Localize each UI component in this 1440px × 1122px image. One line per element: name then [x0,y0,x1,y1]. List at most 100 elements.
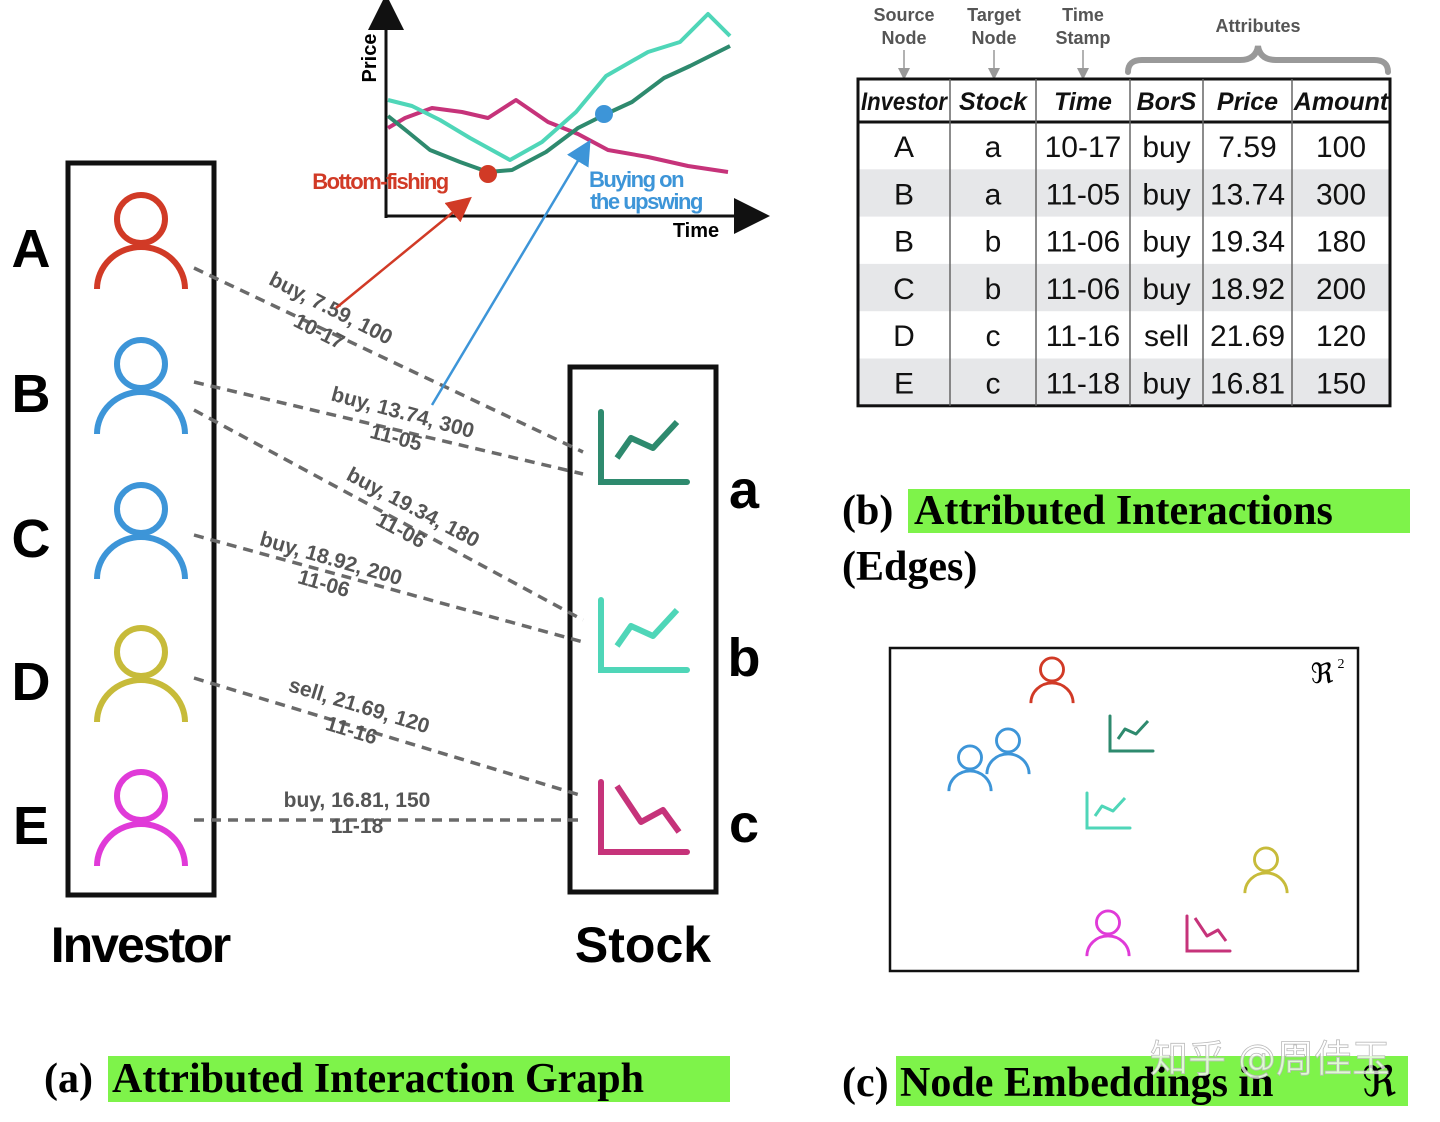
table-cell: 11-06 [1046,273,1121,306]
table-cell: buy [1142,178,1190,211]
attributes-brace [1125,45,1391,75]
table-cell: 100 [1316,131,1366,164]
investor-caption: Investor [51,917,231,973]
investor-label-D: D [12,652,51,712]
table-border [856,77,1392,408]
table-cell: 21.69 [1210,320,1285,353]
table-cell: 16.81 [1210,368,1285,401]
price-line-stock-a [386,44,731,174]
time-stamp-note-2: Stamp [1055,28,1110,48]
edge-timestamp: 11-18 [331,815,384,838]
table-header-cell: Stock [959,88,1028,116]
table-column-notes: Source Node Target Node Time Stamp Attri… [873,5,1391,80]
investor-label-C: C [12,509,51,569]
investor-label-B: B [12,364,51,424]
table-header-cell: BorS [1137,88,1197,116]
source-node-note-2: Node [882,28,927,48]
caption-c-highlight [896,1056,1408,1106]
stock-label-c: c [729,794,759,854]
table-cell: 11-05 [1046,178,1121,211]
table-header-cell: Investor [861,88,948,116]
embedding-stock-c-icon [1185,914,1232,953]
table-cell: b [985,273,1002,306]
caption-a-prefix: (a) [44,1056,93,1102]
table-cell: c [986,320,1001,353]
caption-b-title: Attributed Interactions [914,488,1333,534]
table-cell: 180 [1316,226,1366,259]
bottom-fishing-annotation: Bottom-fishing [312,169,447,194]
stock-a-stock-chart-icon [598,409,690,485]
table-cell: 11-06 [1046,226,1121,259]
table-cell: E [894,368,914,401]
investor-E-person-icon [94,769,188,867]
watermark: 知乎 @周佳玉 [1150,1037,1390,1081]
caption-b-title-2: (Edges) [842,544,977,590]
stock-column-box [567,364,719,895]
target-node-note-2: Node [972,28,1017,48]
embedding-space-exponent: 2 [1338,657,1345,672]
table-cell: c [986,368,1001,401]
upswing-annotation-line2: the upswing [590,189,702,214]
stocks-layer: abc [598,409,761,855]
edge-attributes: buy, 16.81, 150 [284,789,431,812]
table-cell: 11-16 [1046,320,1121,353]
table-cell: buy [1142,368,1190,401]
edge-E-c: buy, 16.81, 150 11-18 [194,789,583,838]
table-cell: a [985,178,1002,211]
table-cell: 18.92 [1210,273,1285,306]
interactions-table: Source Node Target Node Time Stamp Attri… [856,5,1392,408]
embedding-box [888,646,1360,973]
time-axis-label: Time [673,220,719,242]
captions: (b) Attributed Interactions (Edges) (a) … [44,488,1410,1106]
bottom-fishing-arrow [335,196,472,309]
edge-line [193,408,584,622]
table-cell: 7.59 [1218,131,1276,164]
table-cell: A [894,131,914,164]
table-cell: a [985,131,1002,164]
upswing-annotation-line1: Buying on [589,167,684,192]
caption-b-highlight [908,489,1410,533]
caption-b-prefix: (b) [842,488,893,534]
investor-B-person-icon [94,337,188,435]
stock-label-a: a [729,460,760,520]
table-cell: buy [1142,273,1190,306]
table-cell: 120 [1316,320,1366,353]
embedding-stock-b-icon [1085,791,1132,830]
table-row-shade [858,169,1390,217]
upswing-point [595,105,613,123]
embedding-space-symbol: ℜ [1311,659,1334,690]
table-header-cell: Time [1054,88,1112,116]
investor-D-person-icon [94,625,188,723]
table-cell: buy [1142,131,1190,164]
table-row-shade [858,263,1390,312]
investor-A-person-icon [94,192,188,290]
embedding-investor-D-icon [1243,846,1289,894]
investor-column-box [65,160,217,898]
embedding-points [947,656,1289,957]
target-node-note-1: Target [967,5,1021,25]
table-header-cell: Amount [1293,88,1390,116]
embedding-investor-A-icon [1029,656,1075,704]
caption-c-title: Node Embeddings in [900,1060,1273,1106]
table-cell: 13.74 [1210,178,1285,211]
table-cell: 200 [1316,273,1366,306]
caption-c-prefix: (c) [842,1060,889,1106]
embedding-stock-a-icon [1108,714,1155,753]
price-inset: Price Time Bottom-fishing Buying on the … [312,0,770,406]
investor-label-E: E [13,796,49,856]
table-cell: buy [1142,226,1190,259]
source-node-note-1: Source [873,5,934,25]
table-cell: 19.34 [1210,226,1285,259]
stock-c-stock-chart-icon [598,779,690,855]
table-cell: 11-18 [1046,368,1121,401]
attributes-note: Attributes [1216,16,1301,36]
price-line-stock-b [387,12,732,162]
table-header-cell: Price [1217,88,1278,116]
upswing-arrow [430,139,591,406]
